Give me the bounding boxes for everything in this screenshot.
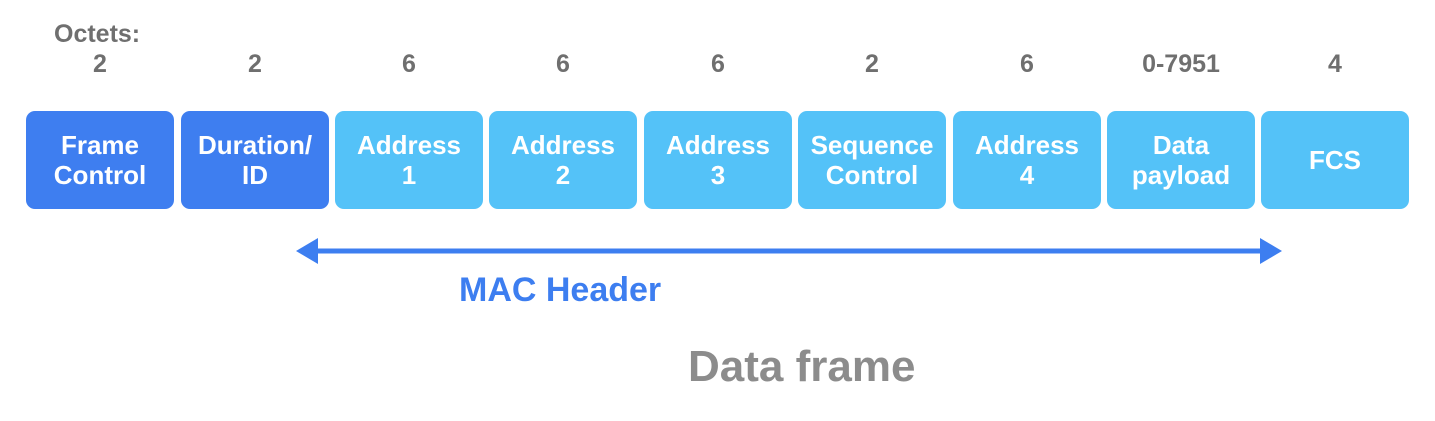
octets-label: Octets:	[54, 20, 141, 48]
field-label-line2: 3	[710, 160, 726, 190]
field-label-line1: Address	[665, 130, 771, 160]
octet-count-data-payload: 0-7951	[1142, 50, 1220, 78]
field-label-line2: 1	[401, 160, 417, 190]
field-address-1: Address 1	[335, 111, 483, 209]
field-label-line1: Frame	[60, 130, 140, 160]
field-label-line1: Sequence	[810, 130, 934, 160]
octet-count-address-4: 6	[1020, 50, 1034, 78]
octet-count-sequence-control: 2	[865, 50, 879, 78]
field-label-line2: Control	[825, 160, 919, 190]
mac-header-arrow	[296, 238, 1282, 264]
field-label-line1: Address	[974, 130, 1080, 160]
field-label-line1: Data	[1152, 130, 1210, 160]
field-label-line1: Address	[510, 130, 616, 160]
field-label-line2: 4	[1019, 160, 1035, 190]
field-label-line2: ID	[242, 160, 268, 190]
field-label-line2: 2	[555, 160, 571, 190]
octet-count-address-1: 6	[402, 50, 416, 78]
arrow-head-right	[1260, 238, 1282, 264]
field-address-2: Address 2	[489, 111, 637, 209]
field-fcs: FCS	[1261, 111, 1409, 209]
field-label-line1: Duration/	[197, 130, 313, 160]
field-label-line2: payload	[1131, 160, 1231, 190]
field-address-4: Address 4	[953, 111, 1101, 209]
field-frame-control: Frame Control	[26, 111, 174, 209]
octet-count-frame-control: 2	[93, 50, 107, 78]
field-label-line2: Control	[53, 160, 147, 190]
diagram-title: Data frame	[688, 342, 916, 391]
field-label-line1: Address	[356, 130, 462, 160]
field-address-3: Address 3	[644, 111, 792, 209]
field-sequence-control: Sequence Control	[798, 111, 946, 209]
arrow-head-left	[296, 238, 318, 264]
octet-count-fcs: 4	[1328, 50, 1342, 78]
octet-count-address-3: 6	[711, 50, 725, 78]
octet-count-duration-id: 2	[248, 50, 262, 78]
field-label-line1: FCS	[1309, 145, 1361, 175]
mac-header-label: MAC Header	[459, 271, 662, 309]
field-data-payload: Data payload	[1107, 111, 1255, 209]
field-duration-id: Duration/ ID	[181, 111, 329, 209]
octet-count-address-2: 6	[556, 50, 570, 78]
